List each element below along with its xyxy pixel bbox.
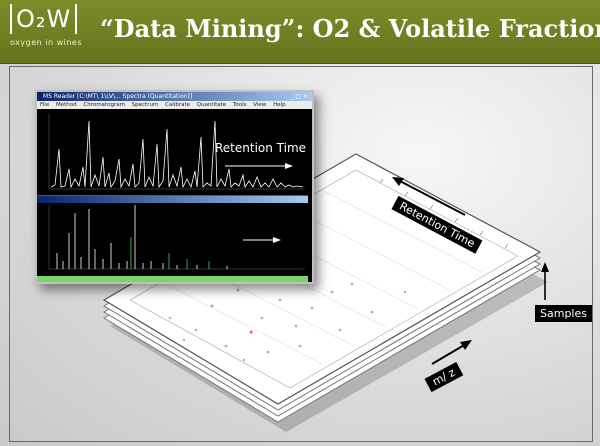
slide-header: O₂W oxygen in wines “Data Mining”: O2 & … (0, 0, 600, 64)
mz-plate-arrow-icon (431, 340, 472, 365)
menu-chromatogram[interactable]: Chromatogram (83, 102, 125, 108)
plate-spots (168, 282, 407, 362)
window-titlebar[interactable]: MS Reader [C:\MT\ 1\LV\... Spectra (Quan… (37, 92, 312, 101)
mass-spectrum-plot (48, 205, 305, 270)
logo-mark: O₂W (10, 4, 78, 34)
samples-label: Samples (535, 305, 592, 322)
menu-help[interactable]: Help (273, 102, 286, 108)
menu-file[interactable]: File (40, 102, 50, 108)
window-retention-time-label: Retention Time (215, 141, 307, 155)
logo: O₂W oxygen in wines (8, 4, 84, 54)
arrow-right-icon (243, 237, 281, 243)
menu-spectrum[interactable]: Spectrum (131, 102, 159, 108)
window-minimize-icon[interactable]: _ (290, 93, 294, 100)
window-close-icon[interactable]: × (302, 93, 308, 100)
menu-view[interactable]: View (253, 102, 267, 108)
content-frame (9, 66, 593, 442)
arrow-up-icon (541, 262, 549, 300)
slide-title: “Data Mining”: O2 & Volatile Fraction (100, 14, 600, 43)
ms-viewer-window: MS Reader [C:\MT\ 1\LV\... Spectra (Quan… (35, 90, 314, 335)
window-statusbar (37, 276, 308, 282)
menu-tools[interactable]: Tools (232, 102, 247, 108)
menu-calibrate[interactable]: Calibrate (165, 102, 191, 108)
spectrum-pane-titlebar[interactable] (37, 196, 308, 203)
chromatogram-plot (48, 113, 305, 190)
plate-ticks (379, 178, 509, 249)
menu-quantitate[interactable]: Quantitate (196, 102, 227, 108)
menu-method[interactable]: Method (55, 102, 77, 108)
window-maximize-icon[interactable]: □ (295, 93, 302, 100)
mass-spectrum-pane[interactable]: m/ z (37, 203, 308, 335)
chromatogram-pane[interactable]: Retention Time (37, 109, 308, 196)
window-menubar: File Method Chromatogram Spectrum Calibr… (37, 101, 312, 109)
window-mz-label: m/ z (248, 321, 274, 335)
rt-plate-arrow-icon (392, 177, 466, 216)
arrow-right-icon (225, 163, 293, 169)
window-title: MS Reader [C:\MT\ 1\LV\... Spectra (Quan… (43, 93, 193, 100)
logo-subtitle: oxygen in wines (10, 38, 82, 47)
